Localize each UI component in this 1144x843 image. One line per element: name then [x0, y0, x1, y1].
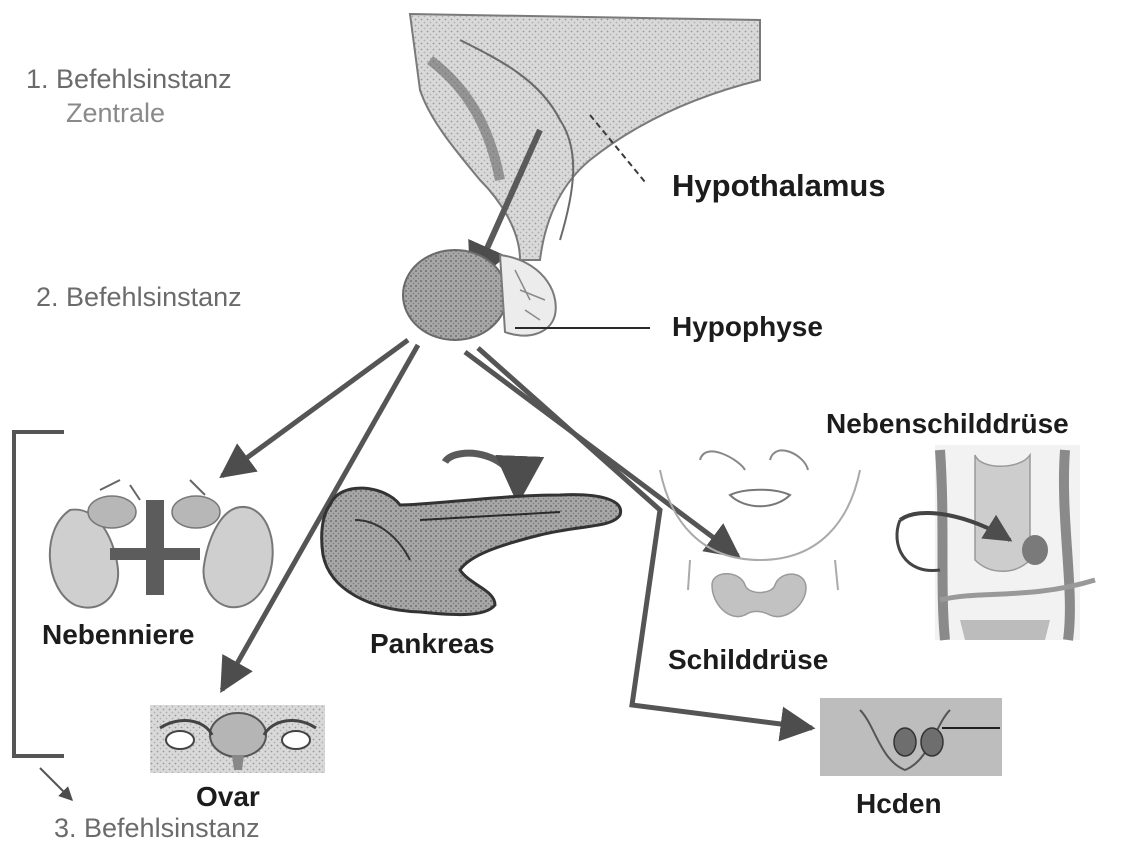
testis-drawing: [820, 698, 1002, 776]
hypophyse-drawing: [403, 250, 650, 340]
level-2-label: 2. Befehlsinstanz: [36, 284, 242, 311]
ovary-drawing: [150, 705, 325, 773]
level-1-sublabel: Zentrale: [66, 100, 165, 127]
pankreas-label: Pankreas: [370, 630, 495, 658]
ovar-label: Ovar: [196, 783, 260, 811]
level-bracket: [14, 432, 72, 800]
hypothalamus-label: Hypothalamus: [672, 170, 886, 201]
nebenniere-label: Nebenniere: [42, 621, 195, 649]
pancreas-drawing: [322, 453, 621, 614]
parathyroid-drawing: [897, 445, 1095, 640]
hypothalamus-drawing: [410, 14, 760, 282]
level-1-label: 1. Befehlsinstanz: [26, 66, 232, 93]
thyroid-drawing: [660, 450, 860, 616]
adrenal-kidney-drawing: [50, 480, 273, 608]
nebenschilddruese-label: Nebenschilddrüse: [826, 410, 1069, 438]
hypophyse-label: Hypophyse: [672, 313, 823, 341]
level-3-label: 3. Befehlsinstanz: [54, 815, 260, 842]
hoden-label: Hcden: [856, 790, 942, 818]
schilddruese-label: Schilddrüse: [668, 646, 828, 674]
